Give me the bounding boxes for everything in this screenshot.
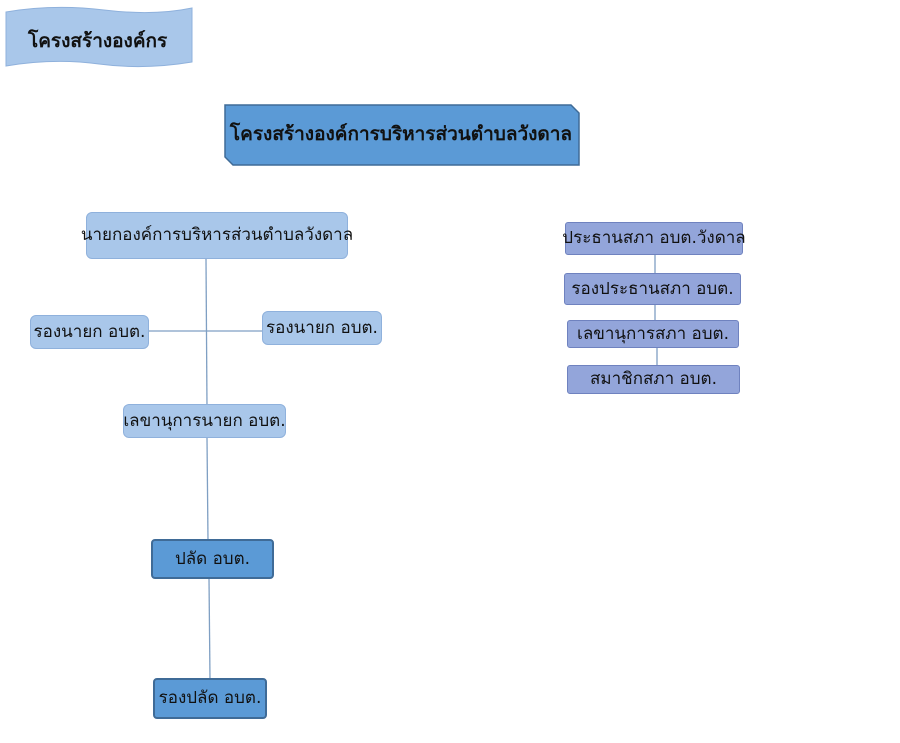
banner-label: โครงสร้างองค์กร bbox=[28, 30, 168, 52]
connector-head-to-secretary bbox=[205, 258, 208, 409]
banner-shape bbox=[5, 6, 193, 68]
council-vice-chair-label: รองประธานสภา อบต. bbox=[571, 278, 734, 299]
council-members-box: สมาชิกสภา อบต. bbox=[567, 365, 740, 394]
deputy-clerk-box: รองปลัด อบต. bbox=[153, 678, 267, 719]
council-chair-label: ประธานสภา อบต.วังดาล bbox=[562, 228, 746, 248]
deputy-mayor-left-label: รองนายก อบต. bbox=[33, 321, 146, 342]
clerk-label: ปลัด อบต. bbox=[174, 548, 251, 569]
deputy-clerk-label: รองปลัด อบต. bbox=[158, 688, 262, 708]
council-vice-chair-box: รองประธานสภา อบต. bbox=[564, 273, 741, 305]
mayor-secretary-label: เลขานุการนายก อบต. bbox=[123, 410, 286, 431]
deputy-mayor-right-box: รองนายก อบต. bbox=[262, 311, 382, 345]
council-secretary-box: เลขานุการสภา อบต. bbox=[567, 320, 739, 348]
mayor-label: นายกองค์การบริหารส่วนตำบลวังดาล bbox=[80, 225, 354, 245]
council-chair-box: ประธานสภา อบต.วังดาล bbox=[562, 222, 746, 255]
deputy-mayor-left-box: รองนายก อบต. bbox=[30, 315, 149, 349]
council-secretary-label: เลขานุการสภา อบต. bbox=[577, 323, 729, 344]
title-label: โครงสร้างองค์การบริหารส่วนตำบลวังดาล bbox=[229, 123, 573, 145]
deputy-mayor-right-label: รองนายก อบต. bbox=[266, 317, 378, 338]
title-shape bbox=[224, 104, 580, 166]
mayor-secretary-box: เลขานุการนายก อบต. bbox=[123, 404, 286, 438]
mayor-box: นายกองค์การบริหารส่วนตำบลวังดาล bbox=[81, 212, 353, 259]
connector-secretary-to-clerk bbox=[206, 437, 209, 542]
connector-clerk-to-deputy-clerk bbox=[208, 577, 211, 681]
council-members-label: สมาชิกสภา อบต. bbox=[590, 369, 717, 389]
section-banner: โครงสร้างองค์กร bbox=[4, 4, 194, 70]
org-chart-title: โครงสร้างองค์การบริหารส่วนตำบลวังดาล bbox=[224, 104, 580, 166]
clerk-box: ปลัด อบต. bbox=[151, 539, 274, 579]
